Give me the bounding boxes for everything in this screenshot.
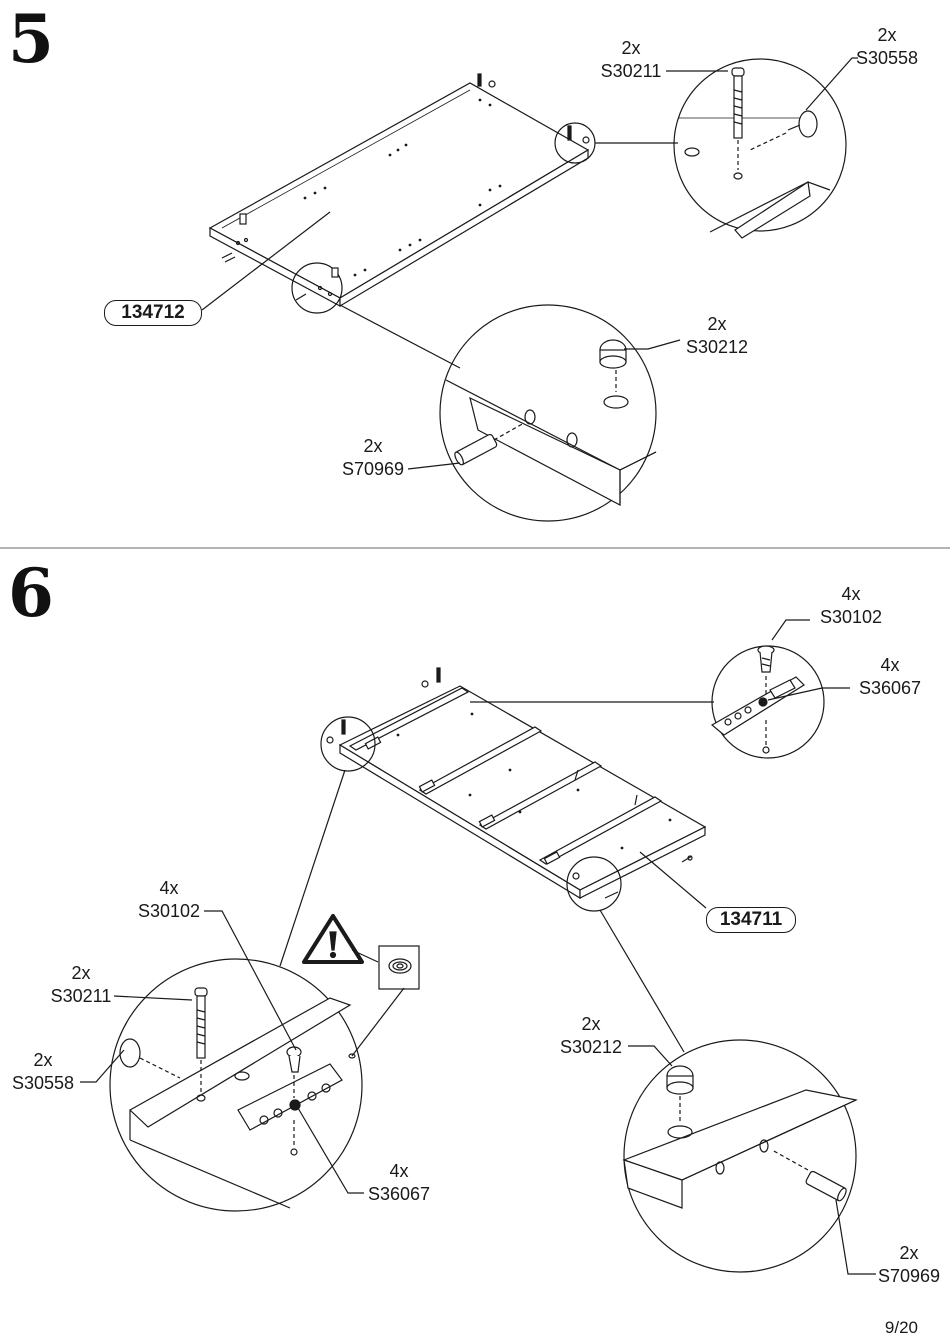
connector-line [279,769,346,967]
fitting-label: 2x S30212 [682,313,752,359]
step5-board [208,73,596,314]
leader-line [767,687,850,701]
fitting-qty: 2x [33,1050,53,1070]
fitting-label: 2x S30558 [852,24,922,70]
fitting-label: 2x S70969 [338,435,408,481]
detail-rail-screw [710,645,825,759]
leader-line [113,995,193,1001]
fitting-qty: 4x [389,1161,409,1181]
fitting-code: S30211 [50,986,112,1006]
leader-line [297,1107,364,1194]
step6-board [320,667,707,912]
fitting-qty: 2x [877,25,897,45]
connector-line [339,304,461,369]
fitting-code: S70969 [341,459,405,479]
countersink-hole-icon [378,945,420,990]
fitting-label: 4x S30102 [816,583,886,629]
fitting-label: 2x S70969 [874,1242,944,1288]
leader-line [201,211,331,311]
step-number-5: 5 [8,0,54,78]
fitting-label: 4x S36067 [855,654,925,700]
fitting-label: 4x S30102 [134,877,204,923]
leader-line [628,1045,673,1067]
part-number-badge: 134712 [104,300,202,326]
leader-line [407,462,461,470]
leader-line [835,1199,876,1275]
fitting-code: S30102 [819,607,883,627]
fitting-qty: 4x [841,584,861,604]
detail-cam-lock [439,304,657,522]
leader-line [204,910,297,1051]
part-number-badge: 134711 [706,907,796,933]
fitting-code: S30212 [685,337,749,357]
page-number: 9/20 [884,1318,918,1337]
fitting-code: S36067 [367,1184,431,1204]
leader-line [805,57,858,111]
connector-line [599,909,685,1053]
leader-line [624,339,681,350]
fitting-label: 2x S30211 [598,37,664,83]
fitting-label: 2x S30211 [46,962,116,1008]
fitting-label: 2x S30558 [8,1049,78,1095]
warning-triangle-icon [302,914,364,964]
fitting-qty: 2x [581,1014,601,1034]
leader-line [639,851,707,909]
detail-cam-lock-dowel [622,1039,858,1273]
leader-line [351,949,379,963]
fitting-label: 2x S30212 [556,1013,626,1059]
fitting-label: 4x S36067 [364,1160,434,1206]
fitting-qty: 4x [159,878,179,898]
fitting-qty: 2x [899,1243,919,1263]
detail-cam-bolt [673,58,847,239]
fitting-code: S36067 [858,678,922,698]
fitting-qty: 4x [880,655,900,675]
fitting-code: S30102 [137,901,201,921]
fitting-code: S30558 [11,1073,75,1093]
fitting-code: S30212 [559,1037,623,1057]
fitting-qty: 2x [363,436,383,456]
fitting-code: S30558 [855,48,919,68]
fitting-code: S30211 [600,61,662,81]
step-number-6: 6 [8,554,54,632]
fitting-qty: 2x [71,963,91,983]
leader-line [351,987,405,1057]
fitting-qty: 2x [707,314,727,334]
detail-cam-bolt-rail [109,958,363,1212]
leader-line [80,1049,125,1083]
fitting-qty: 2x [621,38,641,58]
leader-line [771,619,810,641]
fitting-code: S70969 [877,1266,941,1286]
